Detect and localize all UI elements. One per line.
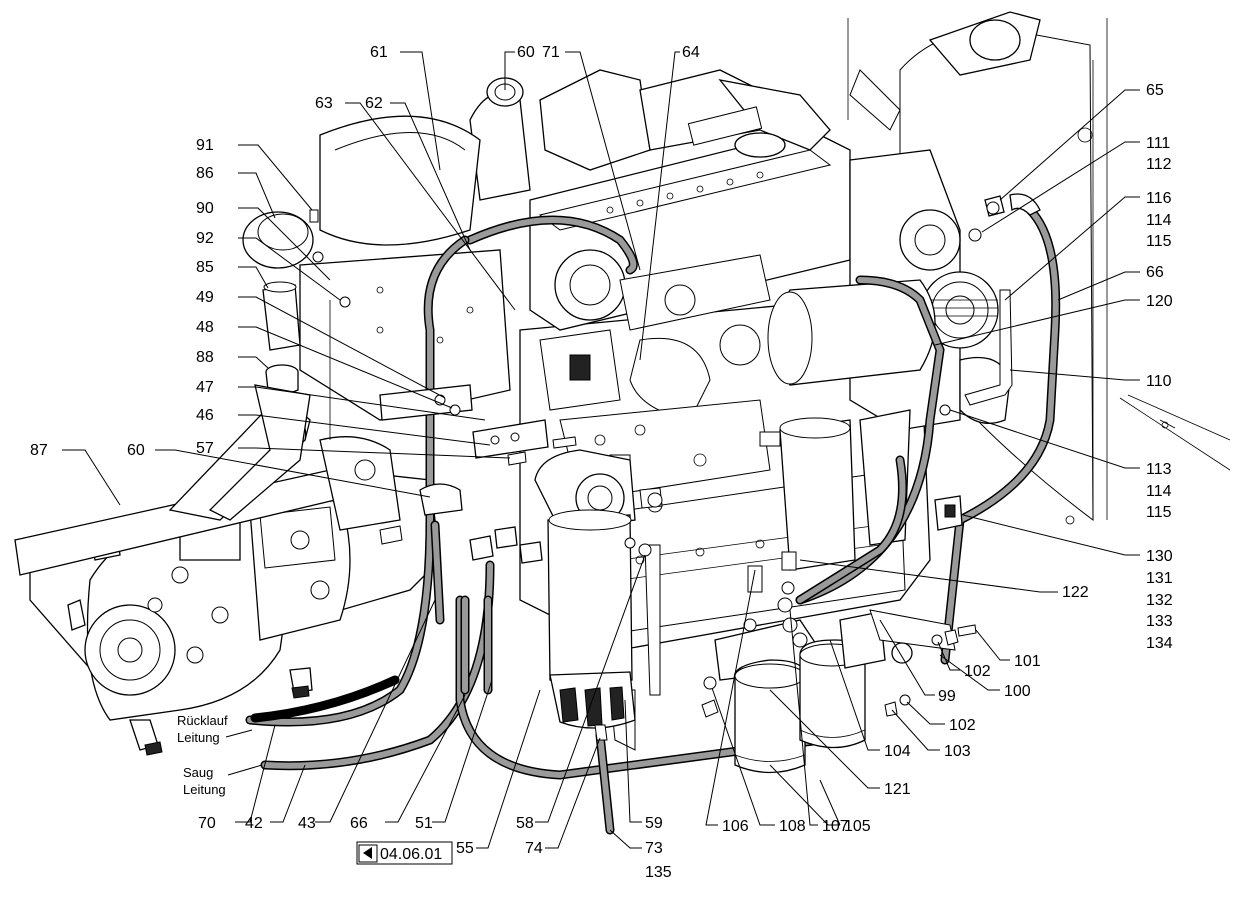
callout-47: 47 [196,379,214,396]
callout-92: 92 [196,230,214,247]
callout-43: 43 [298,815,316,832]
callout-116: 116 [1146,190,1172,207]
fuel-filter [534,449,663,741]
callout-48: 48 [196,319,214,336]
callout-101: 101 [1014,653,1041,670]
callout-105: 105 [844,818,871,835]
callout-63: 63 [315,95,333,112]
callout-70: 70 [198,815,216,832]
callout-134: 134 [1146,635,1173,652]
callout-58: 58 [516,815,534,832]
ruecklauf-line1: Rücklauf [177,713,228,728]
callout-99: 99 [938,688,956,705]
leader-lines [62,51,1140,849]
callout-88: 88 [196,349,214,366]
callout-59: 59 [645,815,663,832]
callout-135: 135 [645,864,672,881]
callout-labels: 61 60 71 64 63 62 91 86 90 92 85 49 48 8… [30,44,1173,881]
callout-100: 100 [1004,683,1031,700]
callout-106: 106 [722,818,749,835]
callout-55: 55 [456,840,474,857]
callout-62: 62 [365,95,383,112]
callout-51: 51 [415,815,433,832]
callout-115-top: 115 [1146,233,1172,250]
callout-131: 131 [1146,570,1173,587]
callout-132: 132 [1146,592,1173,609]
callout-87: 87 [30,442,48,459]
callout-74: 74 [525,840,543,857]
callout-73: 73 [645,840,663,857]
callout-113: 113 [1146,461,1172,478]
callout-42: 42 [245,815,263,832]
callout-46: 46 [196,407,214,424]
callout-133: 133 [1146,613,1173,630]
hose-notes: Rücklauf Leitung Saug Leitung [177,713,263,797]
callout-122: 122 [1062,584,1089,601]
callout-90: 90 [196,200,214,217]
callout-130: 130 [1146,548,1173,565]
saug-line2: Leitung [183,782,226,797]
oil-filters [701,495,977,774]
callout-57: 57 [196,440,214,457]
callout-102-bottom: 102 [949,717,976,734]
callout-61: 61 [370,44,388,61]
callout-85: 85 [196,259,214,276]
callout-60-top: 60 [517,44,535,61]
callout-71: 71 [542,44,560,61]
callout-66-bottom: 66 [350,815,368,832]
callout-121: 121 [884,781,911,798]
callout-104: 104 [884,743,911,760]
saug-line1: Saug [183,765,213,780]
callout-108: 108 [779,818,806,835]
back-arrow-icon [363,847,372,859]
callout-114-bottom: 114 [1146,483,1172,500]
callout-111: 111 [1146,135,1170,152]
reference-code[interactable]: 04.06.01 [380,846,442,863]
callout-120: 120 [1146,293,1173,310]
callout-107: 107 [822,818,849,835]
callout-66-right: 66 [1146,264,1164,281]
callout-65: 65 [1146,82,1164,99]
callout-103: 103 [944,743,971,760]
valve-cover-bolts [606,171,764,214]
callout-102-top: 102 [964,663,991,680]
callout-110: 110 [1146,373,1172,390]
cross-reference-link[interactable]: 04.06.01 [356,841,453,865]
callout-49: 49 [196,289,214,306]
callout-114-top: 114 [1146,212,1172,229]
callout-91: 91 [196,137,214,154]
callout-112: 112 [1146,156,1172,173]
callout-115-bottom: 115 [1146,504,1172,521]
callout-64: 64 [682,44,700,61]
ruecklauf-line2: Leitung [177,730,220,745]
callout-60-left: 60 [127,442,145,459]
callout-86: 86 [196,165,214,182]
